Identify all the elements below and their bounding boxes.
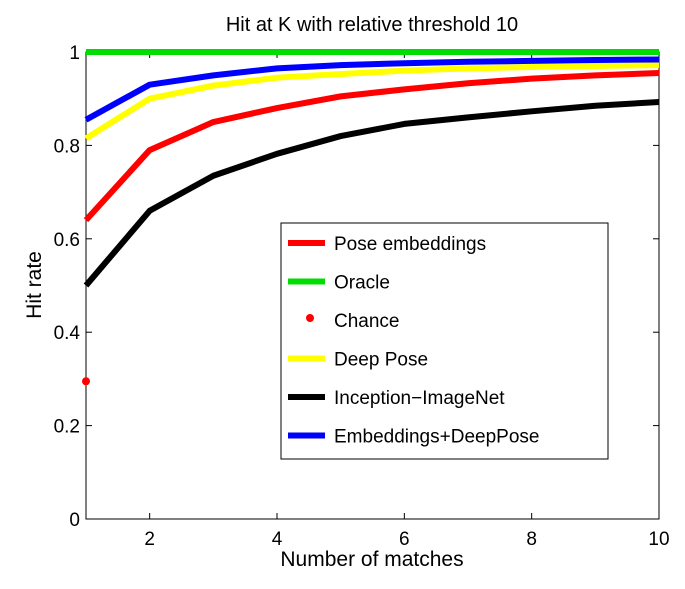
x-axis-label: Number of matches bbox=[280, 548, 463, 571]
legend-label-oracle: Oracle bbox=[334, 273, 390, 294]
x-tick-label: 2 bbox=[144, 529, 155, 550]
y-tick-label: 0.8 bbox=[54, 136, 80, 157]
legend-swatch-chance bbox=[306, 314, 314, 322]
legend-label-embeddings-deeppose: Embeddings+DeepPose bbox=[334, 427, 539, 448]
series-line-deep-pose bbox=[84, 62, 660, 141]
series-point-chance bbox=[82, 377, 90, 386]
y-tick-label: 1 bbox=[69, 43, 80, 64]
series-line-embeddings-deeppose bbox=[84, 56, 660, 123]
x-tick-label: 10 bbox=[648, 529, 669, 550]
chart-title: Hit at K with relative threshold 10 bbox=[226, 14, 518, 36]
series-line-pose-embeddings bbox=[83, 70, 660, 223]
y-tick-label: 0.6 bbox=[54, 230, 80, 251]
legend-label-chance: Chance bbox=[334, 311, 400, 332]
x-tick-label: 8 bbox=[526, 529, 537, 550]
y-axis-label: Hit rate bbox=[23, 251, 46, 319]
legend-label-deep-pose: Deep Pose bbox=[334, 350, 428, 371]
legend-box bbox=[280, 222, 609, 460]
y-tick-label: 0.2 bbox=[54, 417, 80, 438]
y-tick-label: 0.4 bbox=[54, 323, 81, 344]
y-tick-label: 0 bbox=[69, 510, 80, 531]
legend-label-pose-embeddings: Pose embeddings bbox=[334, 234, 486, 255]
x-tick-label: 6 bbox=[399, 529, 410, 550]
series-line-inception-imagenet bbox=[83, 98, 660, 288]
legend-label-inception-imagenet: Inception−ImageNet bbox=[334, 388, 505, 409]
x-tick-label: 4 bbox=[272, 529, 283, 550]
